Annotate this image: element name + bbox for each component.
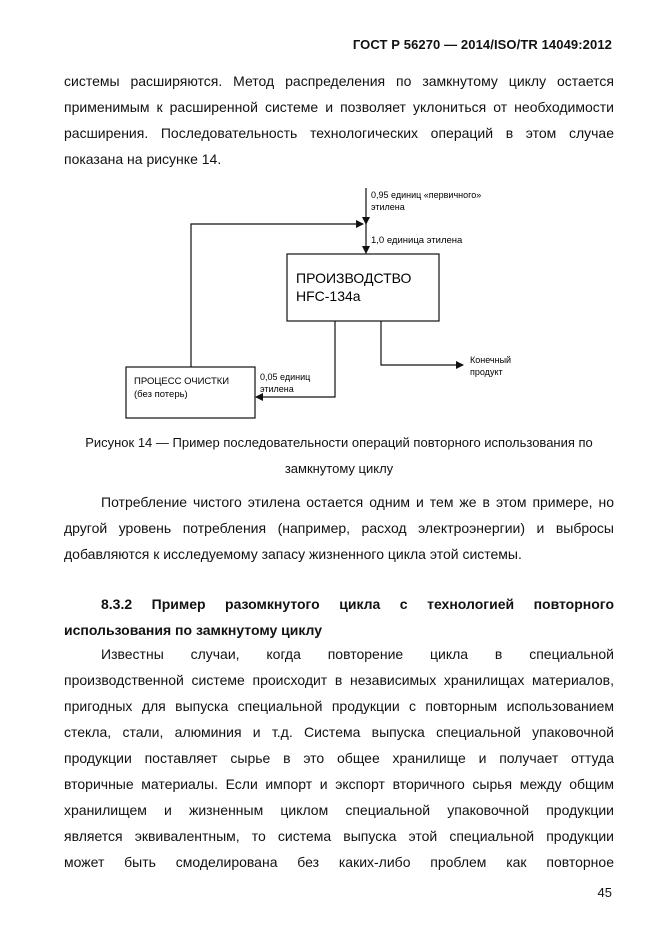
paragraph-line: пригодных для выпуска специальной продук…	[64, 698, 614, 714]
document-header: ГОСТ Р 56270 — 2014/ISO/TR 14049:2012	[352, 37, 612, 52]
recycle-return-arrow	[190, 220, 364, 367]
output-label: Конечный	[470, 355, 511, 365]
paragraph-line: добавляются к исследуемому запасу жизнен…	[64, 546, 522, 562]
production-box	[286, 253, 440, 322]
figure-caption: Рисунок 14 — Пример последовательности о…	[64, 430, 614, 482]
production-box-subtitle: HFC-134a	[296, 288, 361, 304]
intro-line: системы расширяются. Метод распределения…	[64, 73, 614, 89]
paragraph-line: производственной системе происходит в не…	[64, 672, 614, 688]
input-label: 0,95 единиц «первичного»	[371, 190, 481, 200]
paragraph-line: другой уровень потребления (например, ра…	[64, 520, 614, 536]
return-label: этилена	[260, 384, 294, 394]
output-arrow	[380, 321, 464, 369]
output-label: продукт	[470, 367, 503, 377]
intro-line: расширения. Последовательность технологи…	[64, 125, 614, 141]
caption-line: замкнутому циклу	[284, 461, 394, 476]
production-box-title: ПРОИЗВОДСТВО	[296, 270, 412, 286]
waste-arrow	[255, 321, 336, 401]
paragraph-line: может быть смоделирована без каких-либо …	[64, 854, 614, 870]
heading-line: 8.3.2 Пример разомкнутого цикла с технол…	[101, 596, 614, 612]
cleaning-box-subtitle: (без потерь)	[134, 389, 188, 400]
intro-paragraph: системы расширяются. Метод распределения…	[64, 68, 614, 172]
cleaning-process-box	[125, 366, 256, 419]
open-loop-paragraph: Известны случаи, когда повторение цикла …	[64, 641, 614, 875]
paragraph-line: Потребление чистого этилена остается одн…	[101, 494, 614, 510]
cleaning-box-title: ПРОЦЕСС ОЧИСТКИ	[134, 376, 229, 387]
caption-line: Рисунок 14 — Пример последовательности о…	[85, 435, 593, 450]
input-label: этилена	[371, 202, 405, 212]
paragraph-line: Известны случаи, когда повторение цикла …	[101, 646, 614, 662]
consumption-paragraph: Потребление чистого этилена остается одн…	[64, 489, 614, 567]
return-label: 0,05 единиц	[260, 372, 310, 382]
heading-line: использования по замкнутому циклу	[64, 622, 323, 638]
flow-label: 1,0 единица этилена	[371, 235, 463, 246]
intro-line: показана на рисунке 14.	[64, 151, 222, 167]
paragraph-line: вторичные материалы. Если импорт и экспо…	[64, 776, 614, 792]
paragraph-line: стекла, стали, алюминия и т.д. Система в…	[64, 724, 614, 740]
paragraph-line: хранилищем и жизненным циклом специально…	[64, 802, 614, 818]
intro-line: применимым к расширенной системе и позво…	[64, 99, 614, 115]
section-heading: 8.3.2 Пример разомкнутого цикла с технол…	[64, 591, 614, 643]
paragraph-line: продукции поставляет сырье в это общее х…	[64, 750, 614, 766]
figure-14-diagram: 0,95 единиц «первичного» этилена 1,0 еди…	[125, 188, 511, 419]
page-number: 45	[597, 885, 612, 900]
paragraph-line: является эквивалентным, то система выпус…	[64, 828, 614, 844]
